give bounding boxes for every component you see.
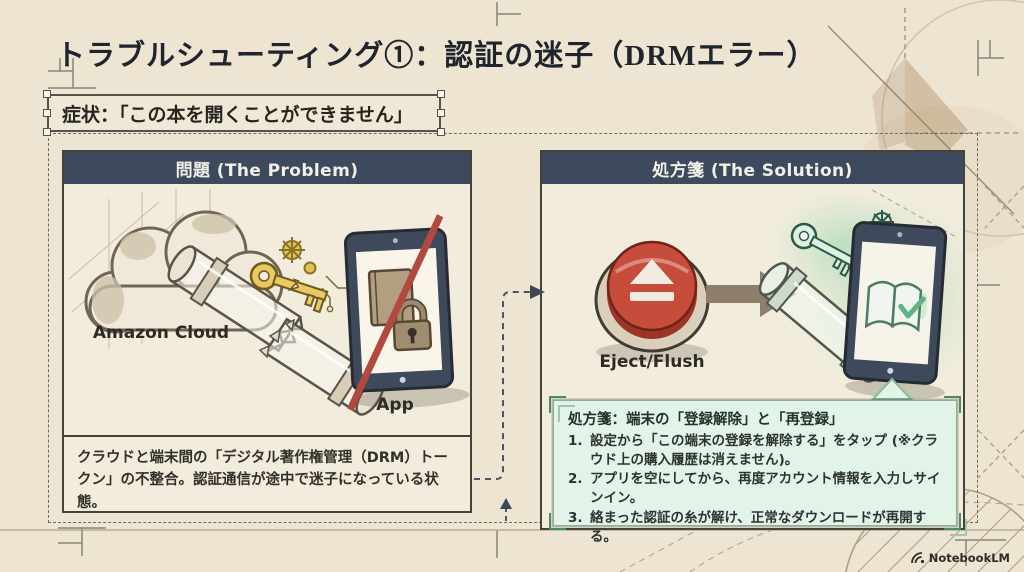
solution-box: 処方箋：端末の「登録解除」と「再登録」 1. 設定から「この端末の登録を解除する… — [549, 396, 967, 545]
amazon-cloud-label: Amazon Cloud — [92, 323, 230, 343]
watermark-label: NotebookLM — [928, 551, 1010, 565]
corner-bracket-icon — [549, 396, 566, 413]
corner-bracket-icon — [950, 519, 967, 536]
solution-panel[interactable]: 処方箋 (The Solution) — [540, 150, 967, 545]
eject-button-icon — [594, 240, 710, 362]
solution-step: 2. アプリを空にしてから、再度アカウント情報を入力しサインイン。 — [568, 470, 944, 508]
corner-bracket-icon — [944, 396, 961, 413]
step-text: アプリを空にしてから、再度アカウント情報を入力しサインイン。 — [590, 471, 941, 507]
app-label: App — [376, 395, 414, 415]
notebooklm-logo-icon — [910, 552, 924, 564]
solution-illustration — [594, 189, 963, 400]
symptom-label: 症状：「この本を開くことができません」 — [62, 103, 413, 126]
solution-box-title: 処方箋：端末の「登録解除」と「再登録」 — [568, 412, 844, 428]
step-text: 絡まった認証の糸が解け、正常なダウンロードが再開する。 — [590, 509, 927, 545]
solution-step: 3. 絡まった認証の糸が解け、正常なダウンロードが再開する。 — [568, 509, 944, 547]
drm-key-icon — [249, 237, 366, 314]
selection-handle[interactable] — [43, 109, 51, 117]
problem-illustration — [68, 189, 470, 416]
corner-bracket-icon — [549, 513, 566, 530]
page-title: トラブルシューティング①：認証の迷子（DRMエラー） — [56, 40, 817, 72]
corner-bracket-icon — [944, 513, 961, 530]
broken-pipe-icon — [167, 245, 385, 416]
step-number: 1. — [568, 433, 583, 449]
solution-box-pointer — [870, 377, 914, 400]
solution-panel-header: 処方箋 (The Solution) — [542, 152, 963, 184]
selection-handle[interactable] — [43, 90, 51, 98]
solution-step: 1. 設定から「この端末の登録を解除する」をタップ (※クラウド上の購入履歴は消… — [568, 432, 944, 470]
eject-label: Eject/Flush — [599, 352, 705, 372]
step-text: 設定から「この端末の登録を解除する」をタップ (※クラウド上の購入履歴は消えませ… — [590, 433, 938, 469]
tablet-book-icon — [842, 221, 948, 399]
notebooklm-watermark: NotebookLM — [910, 551, 1010, 565]
selection-handle[interactable] — [437, 90, 445, 98]
dashed-frame — [48, 133, 978, 523]
symptom-box[interactable]: 症状：「この本を開くことができません」 — [47, 94, 441, 132]
problem-panel[interactable]: 問題 (The Problem) — [62, 150, 472, 513]
tablet-lock-icon — [343, 214, 470, 412]
selection-handle[interactable] — [437, 128, 445, 136]
selection-handle[interactable] — [43, 128, 51, 136]
corner-bracket-icon — [558, 405, 575, 422]
problem-panel-header: 問題 (The Problem) — [64, 152, 470, 184]
step-number: 3. — [568, 509, 583, 526]
selection-handle[interactable] — [437, 109, 445, 117]
problem-caption: クラウドと端末間の「デジタル著作権管理（DRM）トークン」の不整合。認証通信が途… — [62, 435, 472, 513]
step-number: 2. — [568, 471, 583, 488]
